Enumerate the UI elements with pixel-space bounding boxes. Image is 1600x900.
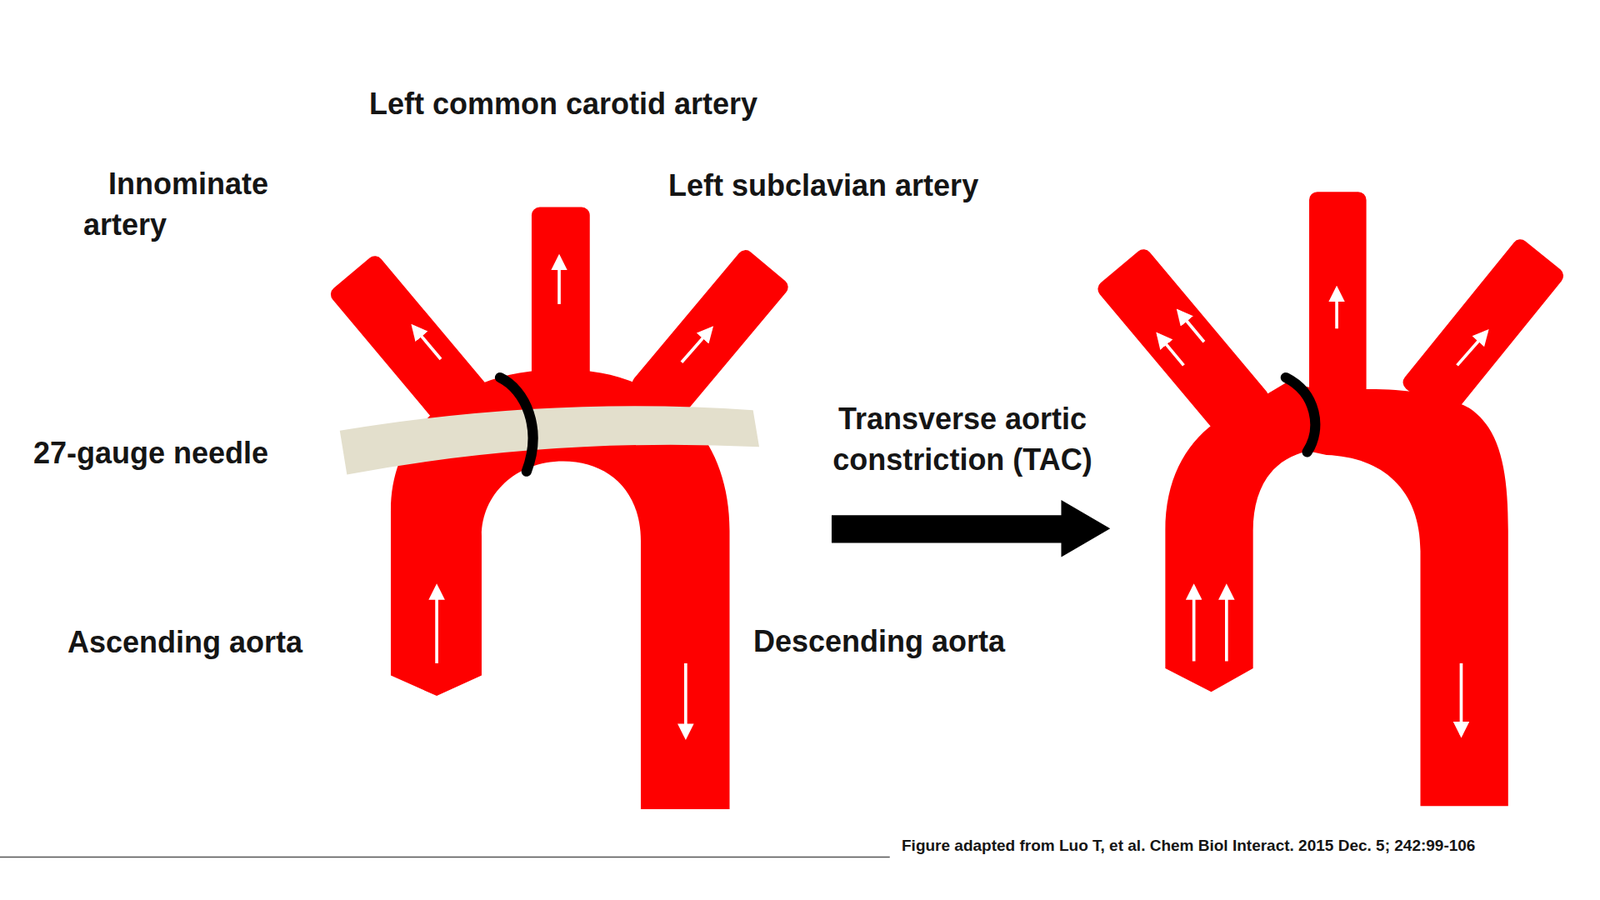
flow-arrow <box>1158 335 1185 366</box>
suture <box>500 377 533 472</box>
vessel-label: Descending aorta <box>753 620 1087 662</box>
vessel-label: Left subclavian artery <box>668 165 1085 206</box>
flow-arrow <box>435 586 439 664</box>
aortic-arch <box>1165 381 1508 806</box>
flow-arrow <box>413 326 441 360</box>
figure-caption: Figure adapted from Luo T, et al. Chem B… <box>901 835 1475 856</box>
procedure-label: Transverse aortic constriction (TAC) <box>787 398 1138 480</box>
flow-arrow <box>1225 586 1229 661</box>
flow-arrow <box>1192 586 1196 661</box>
suture <box>1285 377 1315 452</box>
needle-label: 27-gauge needle <box>33 432 367 474</box>
flow-arrow <box>1460 663 1464 735</box>
transition-arrow <box>831 500 1110 558</box>
carotid-artery <box>1309 191 1367 411</box>
flow-arrow <box>684 663 688 737</box>
flow-arrow <box>1178 310 1205 342</box>
flow-arrow <box>1457 331 1488 365</box>
vessel-label: Innominate artery <box>83 163 309 245</box>
vessel-label: Ascending aorta <box>67 621 401 663</box>
flow-arrow <box>681 328 712 362</box>
vessel-label: Left common carotid artery <box>313 83 814 125</box>
flow-arrow <box>557 257 561 305</box>
flow-arrow <box>1335 289 1339 330</box>
needle <box>340 405 760 475</box>
caption-rule <box>0 856 890 858</box>
